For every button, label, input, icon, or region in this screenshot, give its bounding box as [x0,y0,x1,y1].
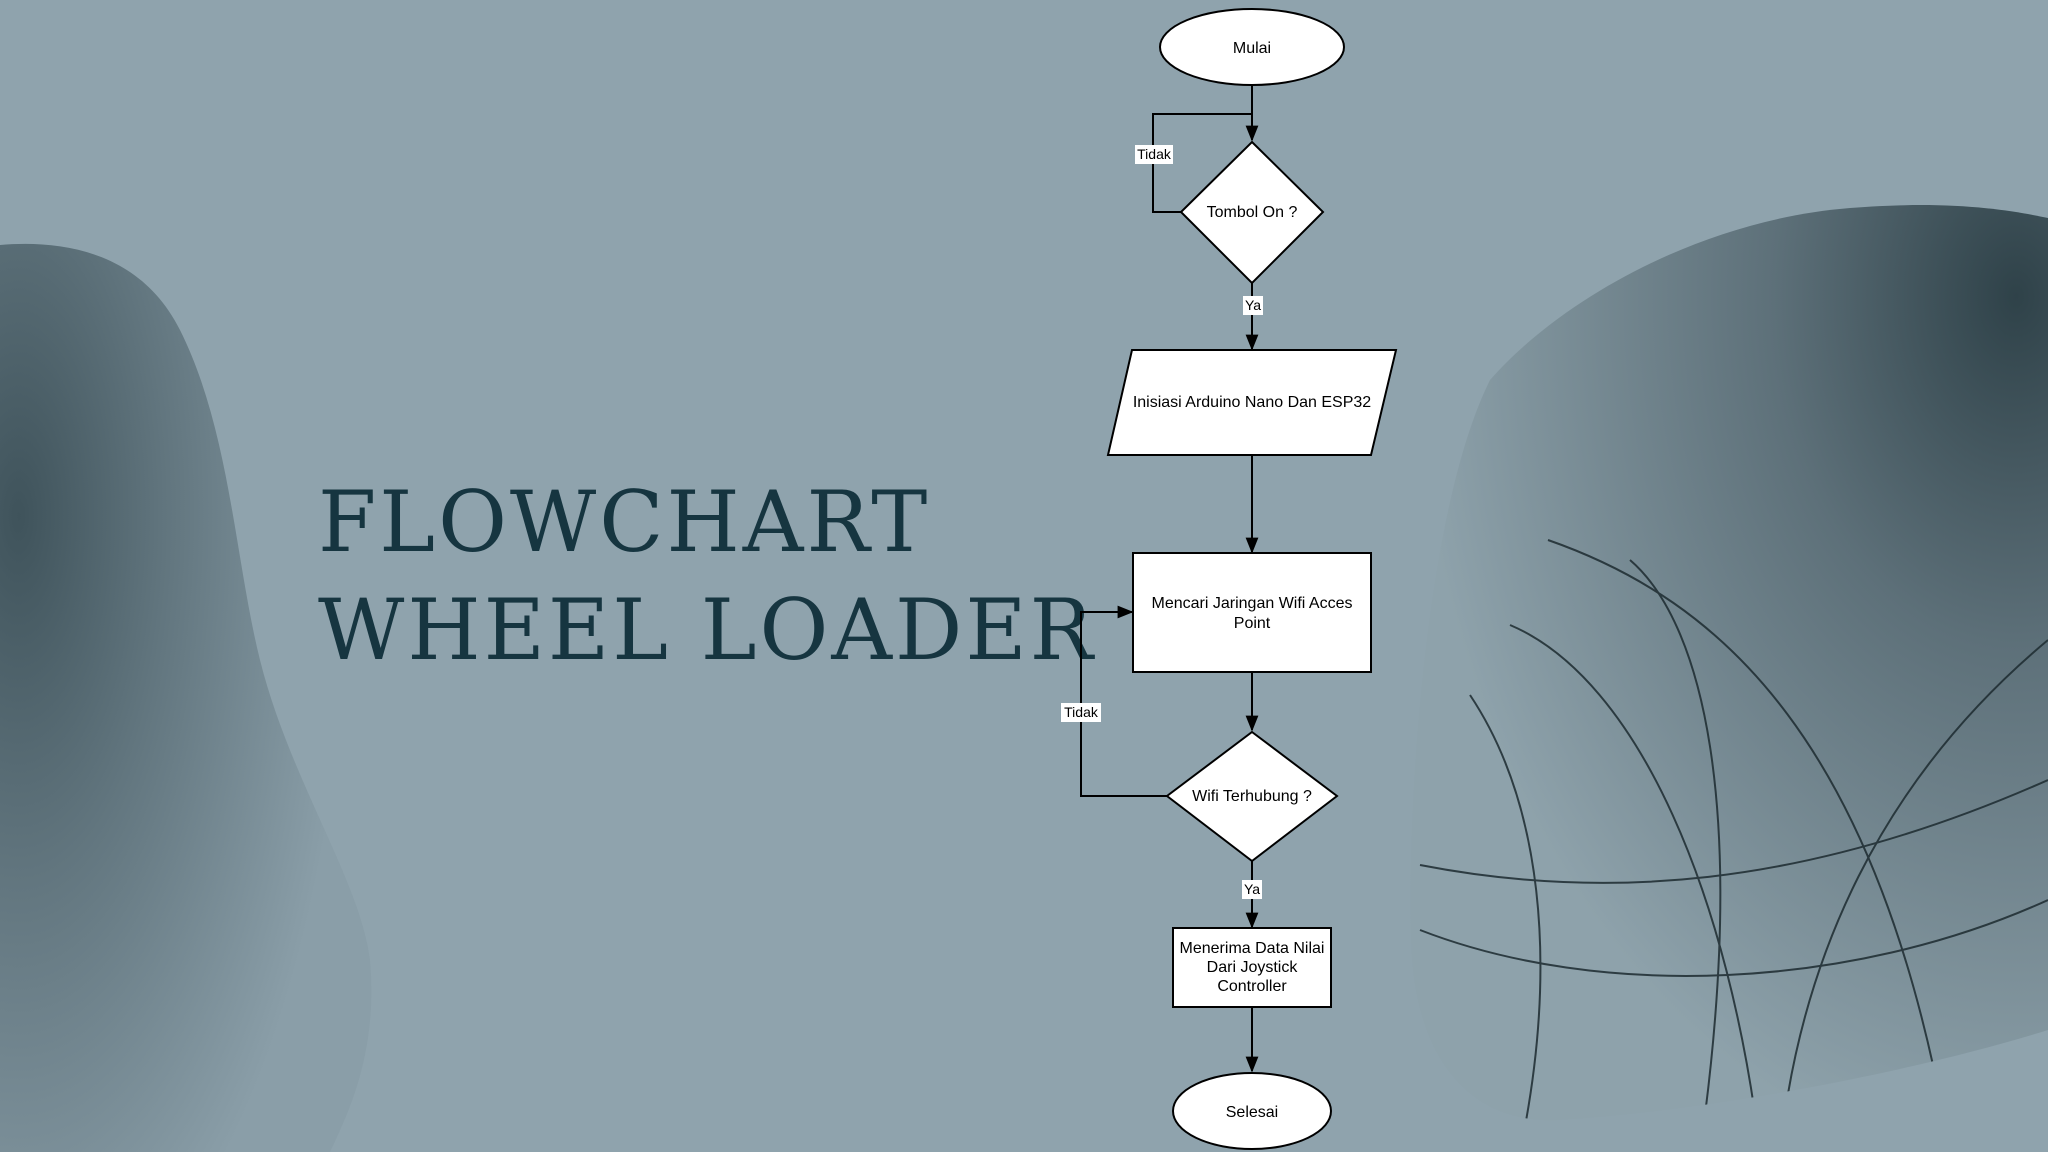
search-wifi-process [1132,552,1372,673]
init-label: Inisiasi Arduino Nano Dan ESP32 [1133,394,1371,411]
init-io-parallelogram [1106,349,1398,456]
edge-label-yes-wifi: Ya [1244,881,1260,897]
edge-label-no-wifi: Tidak [1064,704,1099,720]
search-wifi-label-line-2: Point [1234,615,1271,632]
end-label: Selesai [1226,1104,1278,1121]
receive-label-line-2: Dari Joystick [1207,959,1299,976]
edge-label-yes-power: Ya [1245,297,1261,313]
start-label: Mulai [1233,40,1271,57]
edge-label-no-power: Tidak [1137,146,1172,162]
start-terminal [1159,8,1345,86]
wifi-decision-label: Wifi Terhubung ? [1192,788,1312,805]
end-terminal [1172,1072,1332,1150]
power-decision [1179,140,1325,285]
title-line-1: FLOWCHART [318,473,931,571]
receive-data-process [1172,927,1332,1008]
receive-label-line-1: Menerima Data Nilai [1180,940,1325,957]
slide-title: FLOWCHART WHEEL LOADER [318,468,1096,684]
power-decision-label: Tombol On ? [1207,204,1298,221]
title-line-2: WHEEL LOADER [318,581,1096,679]
wifi-decision [1165,730,1339,863]
receive-label-line-3: Controller [1217,978,1287,995]
search-wifi-label-line-1: Mencari Jaringan Wifi Acces [1152,595,1353,612]
